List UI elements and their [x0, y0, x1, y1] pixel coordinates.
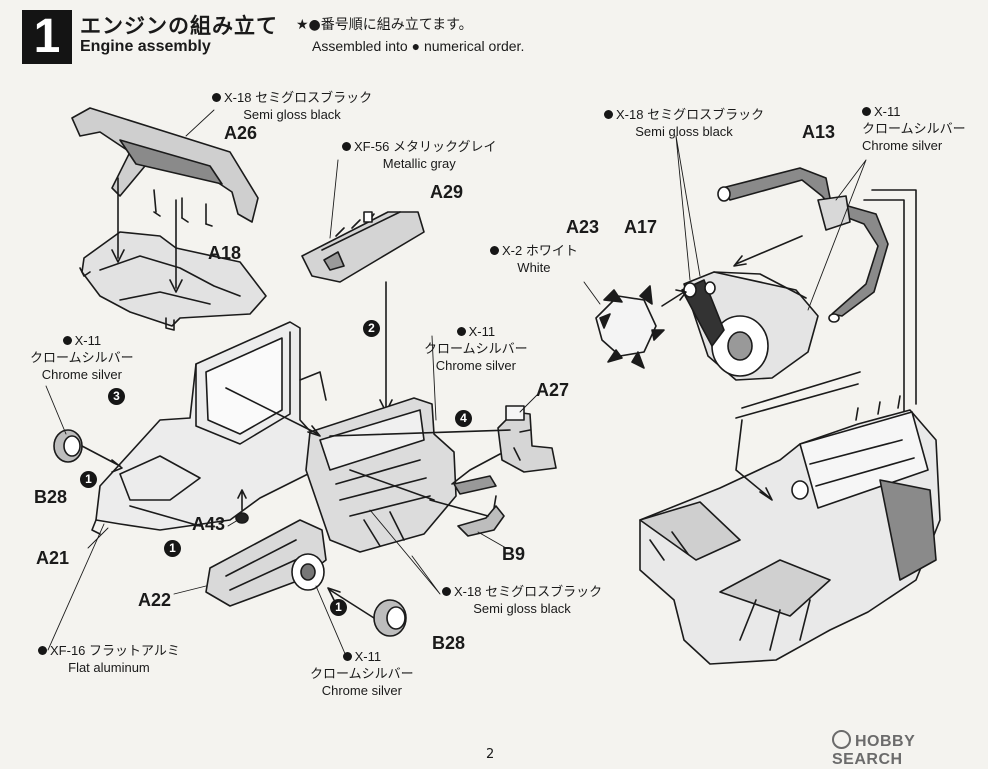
step-marker-1: 1 — [80, 471, 97, 488]
step-marker-4: 4 — [455, 410, 472, 427]
step-title-jp: エンジンの組み立て — [80, 14, 278, 38]
part-b9-drawing — [457, 495, 505, 537]
bullet-icon — [442, 587, 451, 596]
bullet-icon — [604, 110, 613, 119]
part-callout-b28-bottom: B28 — [432, 633, 466, 653]
part-callout-a13: A13 — [802, 122, 836, 142]
hobby-search-logo-icon — [832, 730, 851, 749]
bullet-icon — [212, 93, 221, 102]
bullet-icon — [862, 107, 871, 116]
part-callout-a21: A21 — [36, 548, 70, 568]
cylinder-head-drawing — [305, 397, 457, 553]
step-marker-1: 1 — [330, 599, 347, 616]
bullet-icon — [342, 142, 351, 151]
part-a27-drawing — [497, 405, 557, 473]
part-callout-a22: A22 — [138, 590, 172, 610]
part-a17-drawing — [681, 271, 819, 381]
step-marker-3: 3 — [108, 388, 125, 405]
paint-label-x11-bottom: X-11 クロームシルバー Chrome silver — [310, 649, 414, 698]
paint-label-x2: X-2 ホワイト White — [490, 242, 578, 276]
part-callout-a43: A43 — [192, 514, 226, 534]
part-a23-drawing — [595, 285, 665, 369]
bullet-icon — [490, 246, 499, 255]
part-callout-a18: A18 — [208, 243, 242, 263]
paint-label-x11-left: X-11 クロームシルバー Chrome silver — [30, 333, 134, 382]
part-callout-a29: A29 — [430, 182, 464, 202]
part-a21-drawing — [91, 321, 327, 535]
step-marker-1: 1 — [164, 540, 181, 557]
page-number: 2 — [486, 747, 495, 762]
part-callout-a27: A27 — [536, 380, 570, 400]
part-callout-b9: B9 — [502, 544, 526, 564]
part-a22-drawing — [205, 519, 327, 607]
part-a18-drawing — [79, 231, 267, 331]
part-callout-b28-left: B28 — [34, 487, 68, 507]
paint-label-x11-right: X-11 クロームシルバー Chrome silver — [862, 104, 966, 153]
part-a29-drawing — [301, 211, 425, 283]
bullet-icon — [62, 336, 72, 345]
bullet-icon — [456, 327, 466, 336]
paint-label-xf16: XF-16 フラットアルミ Flat aluminum — [38, 642, 180, 676]
step-number-box: 1 — [22, 10, 72, 64]
step-title-en: Engine assembly — [80, 38, 211, 55]
paint-label-x11-mid: X-11 クロームシルバー Chrome silver — [424, 324, 528, 373]
part-callout-a17: A17 — [624, 217, 658, 237]
part-callout-a23: A23 — [566, 217, 600, 237]
assembly-note-jp: ★●番号順に組み立てます。 — [296, 17, 473, 33]
assembly-note-en: Assembled into ● numerical order. — [312, 38, 525, 54]
b28-left-drawing — [53, 429, 123, 473]
watermark: HOBBY SEARCH — [832, 730, 988, 769]
paint-label-x18-right: X-18 セミグロスブラック Semi gloss black — [604, 106, 764, 140]
paint-label-xf56: XF-56 メタリックグレイ Metallic gray — [342, 138, 497, 172]
assembled-engine-drawing — [639, 395, 941, 665]
bullet-icon — [342, 652, 352, 661]
paint-label-x18-top: X-18 セミグロスブラック Semi gloss black — [212, 89, 372, 123]
b28-bottom-drawing — [327, 587, 407, 637]
step-marker-2: 2 — [363, 320, 380, 337]
bullet-icon — [38, 646, 47, 655]
part-callout-a26: A26 — [224, 123, 258, 143]
paint-label-x18-mid: X-18 セミグロスブラック Semi gloss black — [442, 583, 602, 617]
